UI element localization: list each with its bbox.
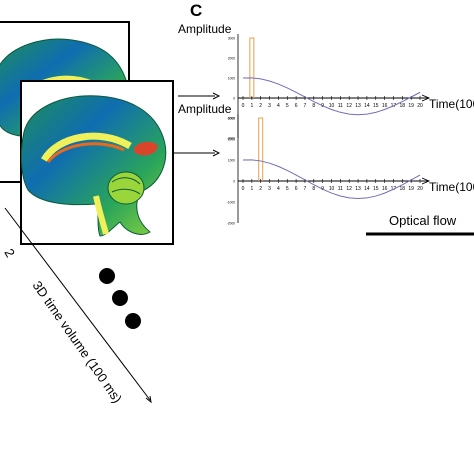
x-tick-label: 12 [346, 186, 352, 192]
x-tick-label: 15 [373, 186, 379, 192]
x-tick-label: 3 [268, 103, 271, 109]
y-tick-label: 3000 [228, 37, 235, 41]
x-tick-label: 4 [277, 186, 280, 192]
x-tick-label: 19 [408, 186, 414, 192]
ellipsis-dot [112, 290, 128, 306]
x-tick-label: 7 [304, 186, 307, 192]
x-axis-arrowhead [421, 94, 431, 102]
x-tick-label: 0 [242, 186, 245, 192]
time-volume-axis [4, 207, 152, 404]
x-tick-label: 12 [346, 103, 352, 109]
y-tick-label: 2000 [228, 57, 235, 61]
x-tick-label: 6 [295, 103, 298, 109]
x-tick-label: 13 [355, 186, 361, 192]
activation-spot-2 [134, 141, 158, 156]
x-tick-label: 11 [338, 186, 343, 192]
x-tick-label: 1 [250, 186, 253, 192]
x-tick-label: 1 [250, 103, 253, 109]
sinewave-line [242, 159, 421, 200]
x-tick-label: 15 [373, 103, 379, 109]
y-tick-label: 1000 [228, 77, 235, 81]
sinewave-line [242, 77, 421, 116]
y-tick-label: 0 [233, 180, 235, 184]
y-tick-label: 0 [233, 97, 235, 101]
x-tick-label: 8 [312, 103, 315, 109]
time-volume-axis-label: 3D time volume (100 ms) [30, 278, 126, 406]
y-tick-label: -1000 [227, 117, 235, 121]
y-tick-label: 1000 [228, 159, 235, 163]
frame-index-label: 2 [1, 246, 18, 260]
y-tick-label: -2000 [227, 137, 235, 141]
arrow-frame-1-to-chart-1 [178, 92, 221, 100]
y-axis-label: Amplitude [178, 102, 232, 116]
y-tick-label: -1000 [227, 201, 235, 205]
x-axis-label: Time(100 [429, 180, 474, 194]
pulse-bar [258, 117, 264, 181]
x-tick-label: 2 [259, 103, 262, 109]
x-tick-label: 11 [338, 103, 343, 109]
brain-frame-2 [20, 80, 174, 245]
ellipsis-dot [125, 313, 141, 329]
x-axis-arrowhead [421, 177, 431, 185]
x-tick-label: 3 [268, 186, 271, 192]
y-tick-label: 2000 [228, 138, 235, 142]
panel-label: C [190, 1, 202, 20]
x-tick-label: 5 [286, 186, 289, 192]
y-tick-label: 3000 [228, 117, 235, 121]
x-tick-label: 16 [382, 186, 388, 192]
x-tick-label: 10 [329, 186, 335, 192]
ellipsis-dots [99, 268, 141, 329]
x-tick-label: 2 [259, 186, 262, 192]
x-tick-label: 18 [400, 103, 406, 109]
x-tick-label: 10 [329, 103, 335, 109]
x-tick-label: 6 [295, 186, 298, 192]
x-tick-label: 19 [408, 103, 414, 109]
x-tick-label: 14 [364, 186, 370, 192]
y-tick-label: -2000 [227, 222, 235, 226]
x-axis-label: Time(100 [429, 97, 474, 111]
x-tick-label: 0 [242, 103, 245, 109]
arrow-frame-2-to-chart-2 [174, 149, 221, 157]
x-tick-label: 5 [286, 103, 289, 109]
brain-image-2 [20, 95, 167, 237]
pulse-bar [249, 37, 255, 98]
y-axis-label: Amplitude [178, 22, 232, 36]
x-tick-label: 4 [277, 103, 280, 109]
x-tick-label: 8 [312, 186, 315, 192]
x-tick-label: 13 [355, 103, 361, 109]
ellipsis-dot [99, 268, 115, 284]
x-tick-label: 7 [304, 103, 307, 109]
optical-flow-label: Optical flow [389, 213, 457, 228]
x-tick-label: 18 [400, 186, 406, 192]
x-tick-label: 20 [417, 186, 423, 192]
x-tick-label: 16 [382, 103, 388, 109]
x-tick-label: 20 [417, 103, 423, 109]
x-tick-label: 14 [364, 103, 370, 109]
